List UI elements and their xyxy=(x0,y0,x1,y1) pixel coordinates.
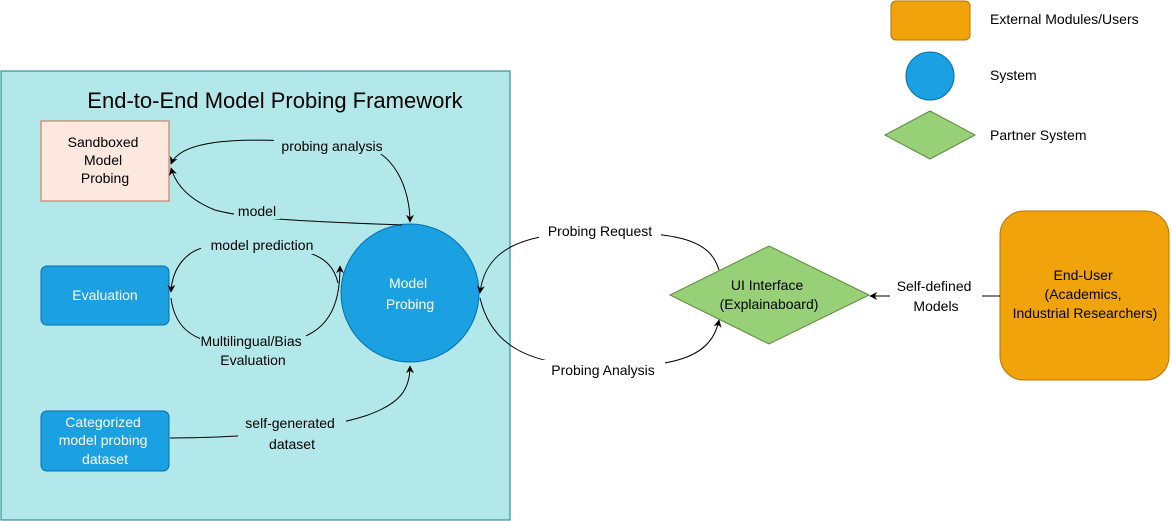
edge-label-multilingual: Multilingual/Bias Evaluation xyxy=(200,333,305,368)
edge-label-bg xyxy=(274,137,392,154)
legend-external-label: External Modules/Users xyxy=(990,11,1139,27)
edge-label-probing-analysis: probing analysis xyxy=(281,138,382,154)
edge-label-bg xyxy=(890,276,982,314)
evaluation-label: Evaluation xyxy=(72,287,137,303)
evaluation-node[interactable] xyxy=(40,265,170,326)
end-user-label: End-User (Academics, Industrial Research… xyxy=(1013,267,1158,321)
sandboxed-label: Sandboxed Model Probing xyxy=(68,134,143,186)
edge-label-bg xyxy=(539,222,661,240)
dataset-label: Categorized model probing dataset xyxy=(59,414,152,467)
edge-label-bg xyxy=(200,332,306,368)
legend-partner-swatch xyxy=(883,110,977,160)
dataset-node[interactable] xyxy=(40,410,170,472)
edge-label-bg xyxy=(201,237,323,254)
framework-title: End-to-End Model Probing Framework xyxy=(87,88,463,113)
edge-label-bg xyxy=(234,202,280,219)
edge-label-self-defined: Self-defined Models xyxy=(897,278,976,314)
ui-interface-node[interactable] xyxy=(668,245,871,345)
edge-label-self-generated: self-generated dataset xyxy=(245,415,338,452)
edge-probing-request xyxy=(476,231,720,294)
edge-label-bg xyxy=(238,412,346,452)
edge-model xyxy=(169,167,403,226)
model-probing-label: Model Probing xyxy=(386,275,434,312)
legend-system-label: System xyxy=(990,67,1037,83)
edge-label-model: model xyxy=(238,203,276,219)
ui-interface-label: UI Interface (Explainaboard) xyxy=(720,277,819,312)
model-probing-node[interactable] xyxy=(340,223,480,363)
edge-probing-analysis-ui xyxy=(479,297,722,368)
legend-external-swatch xyxy=(890,0,971,41)
edge-label-probing-analysis-ui: Probing Analysis xyxy=(551,362,655,378)
edge-label-probing-request: Probing Request xyxy=(548,223,652,239)
sandboxed-node[interactable] xyxy=(40,120,170,202)
legend-partner-label: Partner System xyxy=(990,127,1086,143)
edge-label-bg xyxy=(541,360,665,378)
edge-label-model-prediction: model prediction xyxy=(211,237,314,253)
legend-system-swatch xyxy=(905,51,955,101)
